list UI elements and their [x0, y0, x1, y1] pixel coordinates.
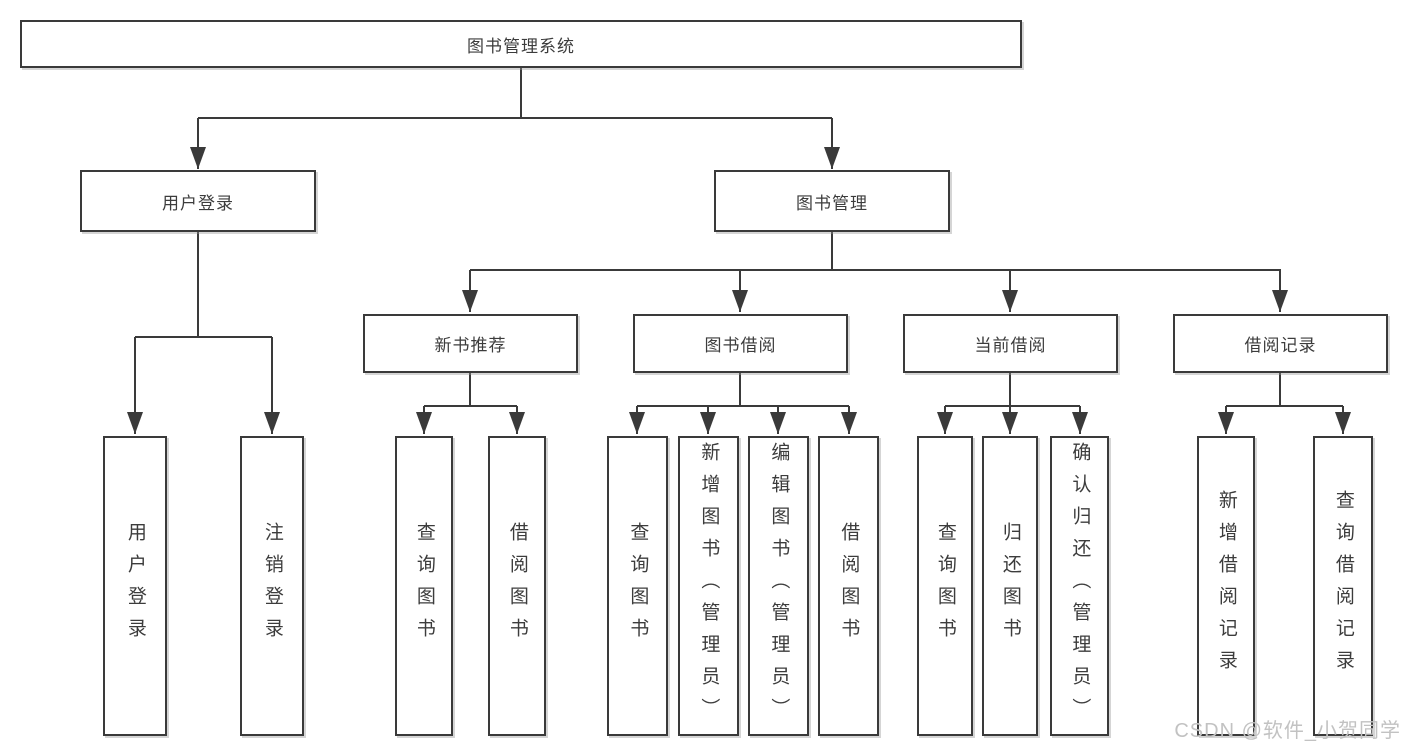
node-book-borrowing: 图书借阅 [633, 314, 848, 373]
leaf-confirm-return-admin: 确认归还（管理员） [1050, 436, 1109, 736]
node-current-borrowing: 当前借阅 [903, 314, 1118, 373]
node-new-book-recommendation: 新书推荐 [363, 314, 578, 373]
connector-borrow-records-spine [1226, 373, 1343, 407]
leaf-add-borrow-record: 新增借阅记录 [1197, 436, 1255, 736]
node-label: 用户登录 [162, 193, 234, 213]
connector-new-book-spine [424, 373, 517, 407]
leaf-return-books: 归还图书 [982, 436, 1038, 736]
connector-root-spine [198, 68, 832, 119]
leaf-query-borrow-record: 查询借阅记录 [1313, 436, 1373, 736]
node-book-management: 图书管理 [714, 170, 950, 232]
leaf-query-books-borrowing: 查询图书 [607, 436, 668, 736]
leaf-borrow-books: 借阅图书 [818, 436, 879, 736]
leaf-add-books-admin: 新增图书（管理员） [678, 436, 739, 736]
leaf-logout: 注销登录 [240, 436, 304, 736]
leaf-user-login: 用户登录 [103, 436, 167, 736]
node-label: 图书管理系统 [467, 36, 575, 56]
connector-user-login-spine [135, 232, 272, 338]
node-library-management-system: 图书管理系统 [20, 20, 1022, 68]
csdn-watermark: CSDN @软件_小贺同学 [1174, 720, 1401, 742]
node-label: 借阅记录 [1244, 336, 1317, 355]
node-label: 新书推荐 [434, 336, 507, 355]
leaf-edit-books-admin: 编辑图书（管理员） [748, 436, 809, 736]
connector-book-borrow-spine [637, 373, 849, 407]
node-borrowing-records: 借阅记录 [1173, 314, 1388, 373]
connector-current-borrow-spine [945, 373, 1080, 407]
leaf-query-books-current: 查询图书 [917, 436, 973, 736]
leaf-query-books-recommend: 查询图书 [395, 436, 453, 736]
node-label: 当前借阅 [974, 336, 1047, 355]
connector-book-management-spine [470, 232, 1281, 271]
node-user-login: 用户登录 [80, 170, 316, 232]
node-label: 图书借阅 [704, 336, 777, 355]
connector-arrows [127, 118, 1351, 434]
leaf-borrow-books-recommend: 借阅图书 [488, 436, 546, 736]
node-label: 图书管理 [796, 193, 868, 213]
